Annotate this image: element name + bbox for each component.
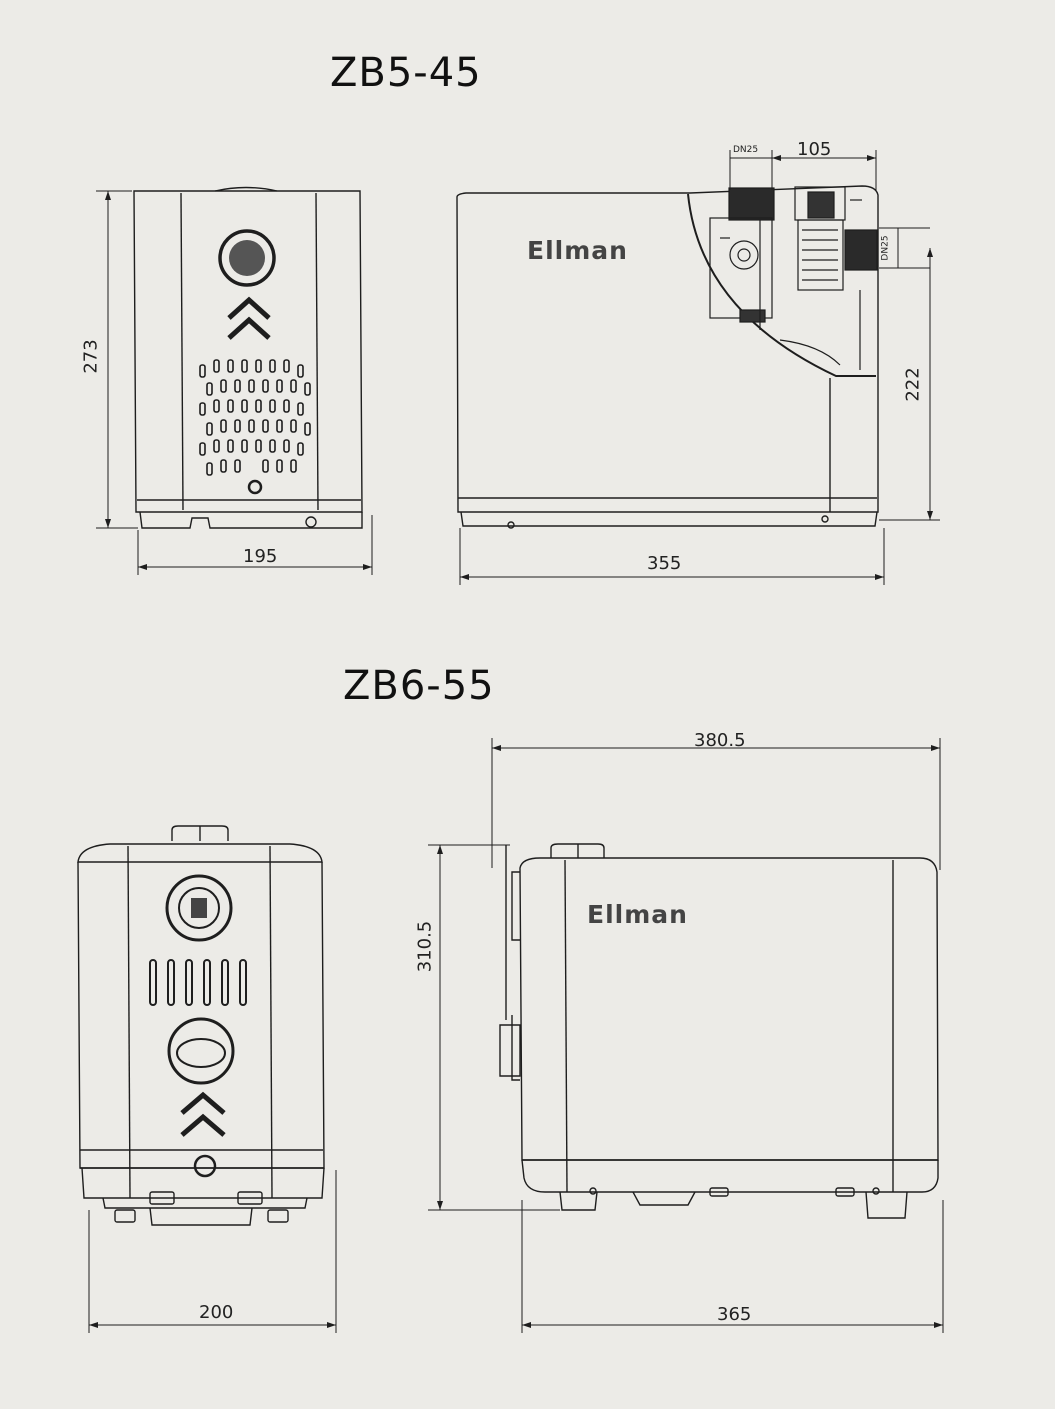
dim-zb5-45-port-spacing: 105 [797, 139, 832, 160]
dim-zb5-45-width: 195 [243, 546, 278, 567]
dim-zb6-55-width: 200 [199, 1302, 234, 1323]
dim-zb5-45-length: 355 [647, 553, 682, 574]
zb5-45-front-view [133, 186, 363, 529]
brand-logo-zb6-55: Ellman [587, 900, 688, 929]
dim-zb5-45-outlet-port: DN25 [880, 235, 891, 261]
zb6-55-side-dimensions [428, 738, 944, 1333]
dim-zb5-45-inlet-port: DN25 [733, 145, 759, 155]
zb6-55-front-dimensions [88, 1170, 337, 1333]
dim-zb6-55-overall-length: 380.5 [694, 730, 746, 751]
dim-zb5-45-outlet-height: 222 [902, 367, 924, 402]
dimension-arrowheads [89, 155, 943, 1328]
model-title-zb6-55: ZB6-55 [343, 663, 495, 709]
zb5-45-front-dimensions [96, 190, 373, 575]
brand-logo-zb5-45: Ellman [527, 236, 628, 265]
dim-zb6-55-height: 310.5 [414, 920, 436, 973]
dim-zb6-55-body-length: 365 [717, 1304, 752, 1325]
dim-zb5-45-height: 273 [80, 339, 102, 374]
zb6-55-vent-slots [149, 959, 247, 1006]
zb6-55-front-view [77, 825, 325, 1226]
model-title-zb5-45: ZB5-45 [330, 50, 482, 96]
zb5-45-vent-slots [199, 359, 311, 476]
zb6-55-side-view [499, 843, 939, 1219]
zb5-45-side-view [456, 185, 879, 529]
zb5-45-side-dimensions [459, 150, 940, 585]
zb5-45-internal-mechanism [709, 186, 878, 370]
